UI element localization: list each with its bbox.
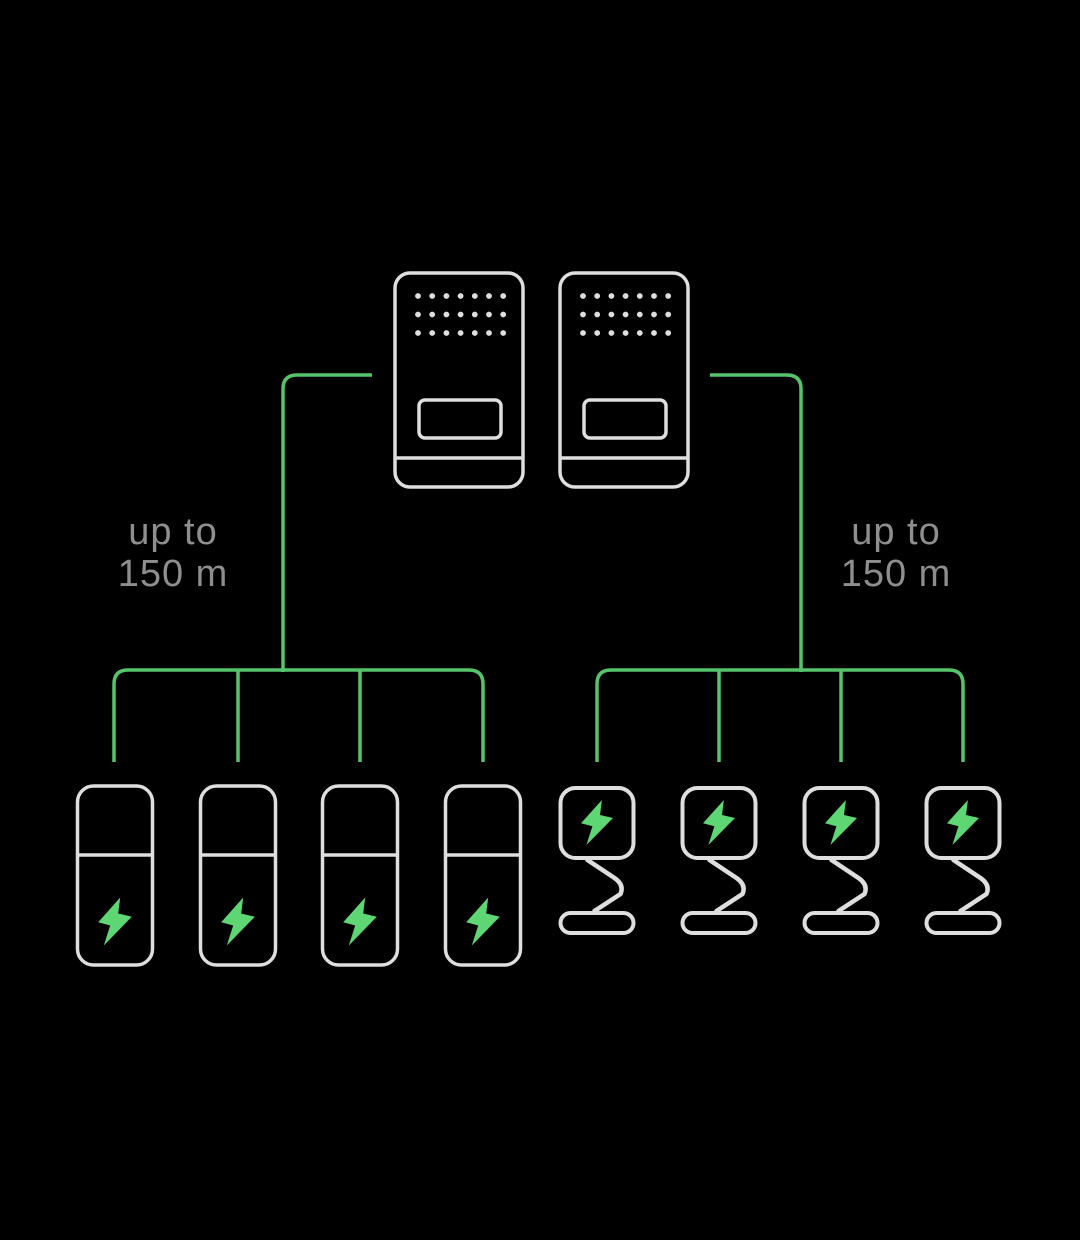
charge-post-1 — [75, 784, 155, 967]
right-distance-line1: up to — [851, 511, 941, 553]
power-cabinet-2 — [558, 271, 690, 489]
wallbox-charger-3 — [805, 788, 878, 933]
right-feeder-line — [710, 373, 803, 672]
left-distance-line1: up to — [128, 511, 218, 553]
left-distance-label: up to 150 m — [43, 511, 303, 595]
left-distance-line2: 150 m — [117, 553, 229, 595]
power-cabinet-1 — [393, 271, 525, 489]
right-distance-label: up to 150 m — [766, 511, 1026, 595]
wallbox-charger-2 — [683, 788, 756, 933]
right-distance-line2: 150 m — [840, 553, 952, 595]
left-feeder-line — [281, 373, 372, 672]
wallbox-charger-1 — [561, 788, 634, 933]
charge-post-3 — [320, 784, 400, 967]
right-distribution-bus — [595, 668, 965, 762]
left-distribution-bus — [112, 668, 485, 762]
charge-post-4 — [443, 784, 523, 967]
charge-post-2 — [198, 784, 278, 967]
wallbox-charger-4 — [927, 788, 1000, 933]
